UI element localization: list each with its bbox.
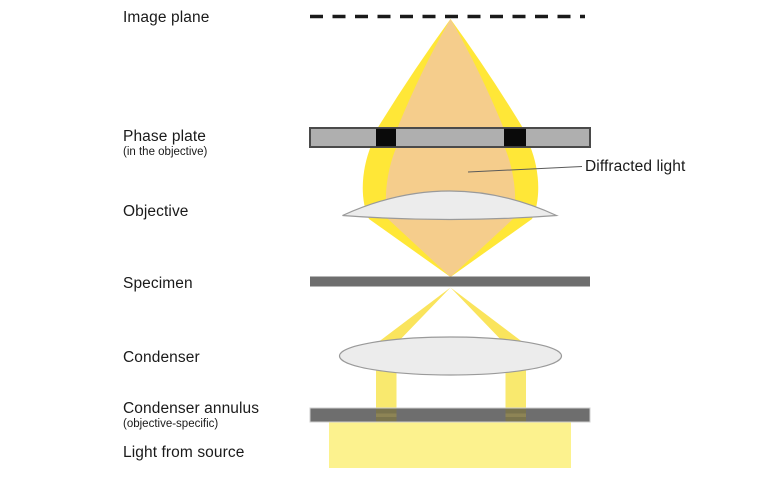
label-image-plane: Image plane	[123, 9, 210, 26]
label-diffracted-light: Diffracted light	[585, 158, 686, 175]
phase-plate-bar	[309, 127, 591, 148]
diffracted-light-pointer-line	[467, 166, 583, 173]
label-phase-plate: Phase plate	[123, 128, 206, 145]
condenser-annulus-bar	[309, 407, 591, 423]
specimen-bar	[310, 276, 590, 287]
diffracted-light-upper-cone	[397, 19, 504, 129]
label-condenser-annulus: Condenser annulus	[123, 400, 260, 417]
condenser-lens	[338, 336, 563, 376]
label-condenser: Condenser	[123, 349, 200, 366]
label-objective: Objective	[123, 203, 189, 220]
label-condenser-annulus-sub: (objective-specific)	[123, 417, 219, 430]
label-light-from-source: Light from source	[123, 444, 245, 461]
beam-below-specimen-left	[370, 287, 451, 348]
beam-below-specimen-right	[450, 287, 531, 348]
label-phase-plate-sub: (in the objective)	[123, 145, 208, 158]
phase-plate-ring-right	[504, 128, 526, 147]
annulus-slot-stripe-left	[376, 413, 397, 417]
annulus-slot-stripe-right	[505, 413, 526, 417]
label-specimen: Specimen	[123, 275, 193, 292]
phase-plate-ring-left	[376, 128, 396, 147]
light-source-block	[329, 422, 571, 468]
objective-lens	[342, 190, 559, 221]
